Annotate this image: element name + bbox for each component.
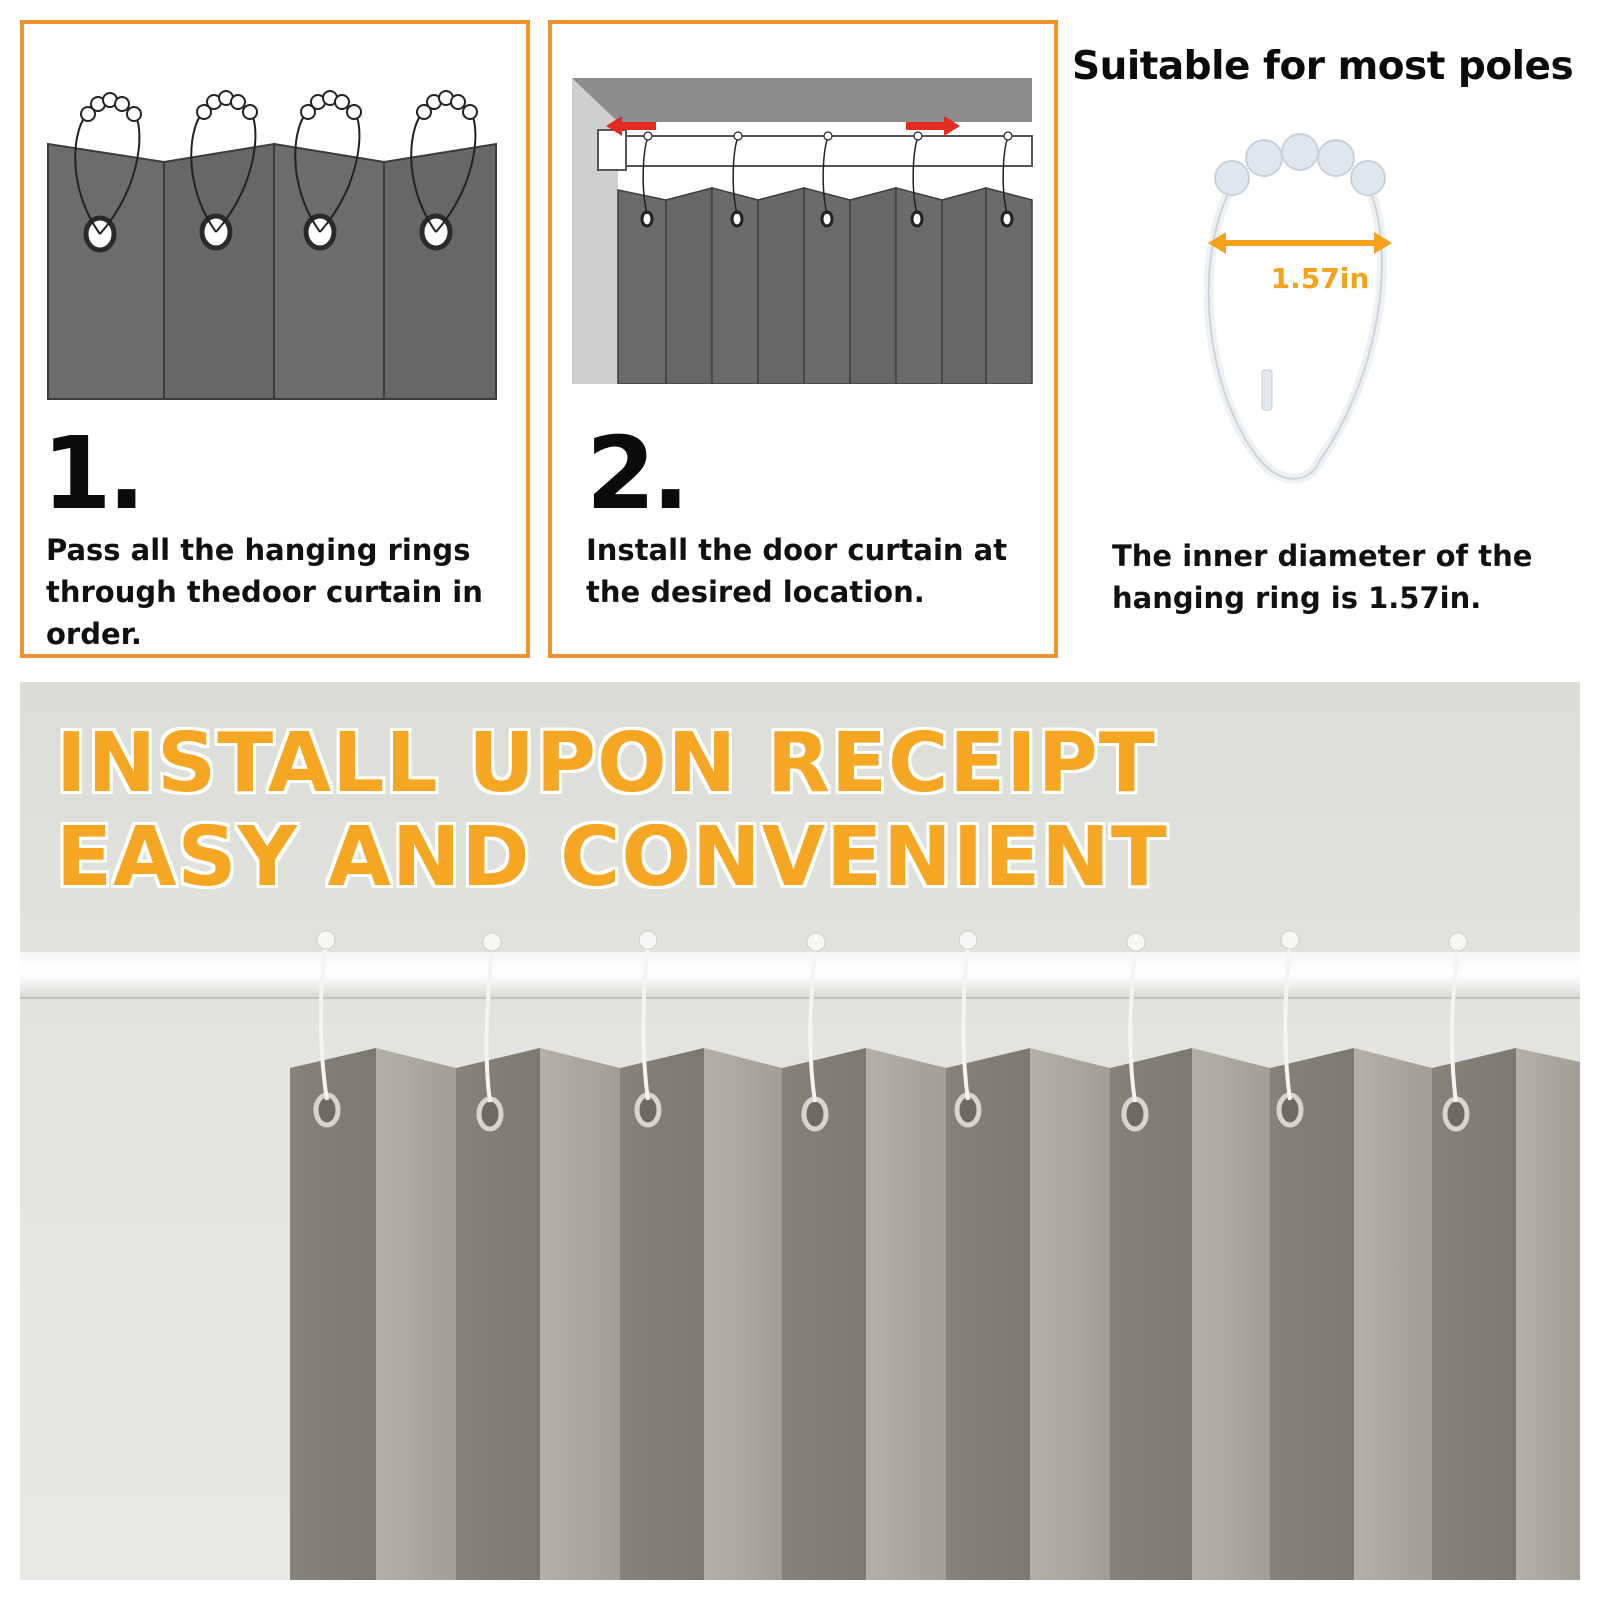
headline-line-2: EASY AND CONVENIENT — [56, 810, 1168, 905]
step-2-panel: 2. Install the door curtain at the desir… — [548, 20, 1058, 658]
curtain-rod-icon — [20, 952, 1580, 999]
installed-curtain-illustration — [572, 78, 1033, 384]
headline-line-1: INSTALL UPON RECEIPT — [56, 716, 1156, 811]
step-instruction: Install the door curtain at the desired … — [586, 533, 1008, 609]
step-instruction: Pass all the hanging rings through thedo… — [46, 533, 483, 651]
hanging-ring-icon — [313, 930, 1470, 1132]
curtain-photo — [20, 930, 1580, 1580]
curtain-photo-banner: INSTALL UPON RECEIPT EASY AND CONVENIENT — [20, 682, 1580, 1580]
curtain-with-rings-illustration — [47, 90, 497, 400]
ring-size-label: 1.57in — [1270, 262, 1370, 295]
step-number: 1. — [42, 415, 146, 532]
curtain-icon — [47, 142, 497, 400]
step-1-panel: 1. Pass all the hanging rings through th… — [20, 20, 530, 658]
ring-description: The inner diameter of the hanging ring i… — [1112, 539, 1533, 615]
direction-arrow-icon — [606, 116, 960, 136]
curtain-rod-icon — [597, 129, 1033, 171]
hanging-ring-icon — [1203, 133, 1392, 484]
poles-title: Suitable for most poles — [1072, 44, 1574, 89]
step-number: 2. — [586, 415, 690, 532]
